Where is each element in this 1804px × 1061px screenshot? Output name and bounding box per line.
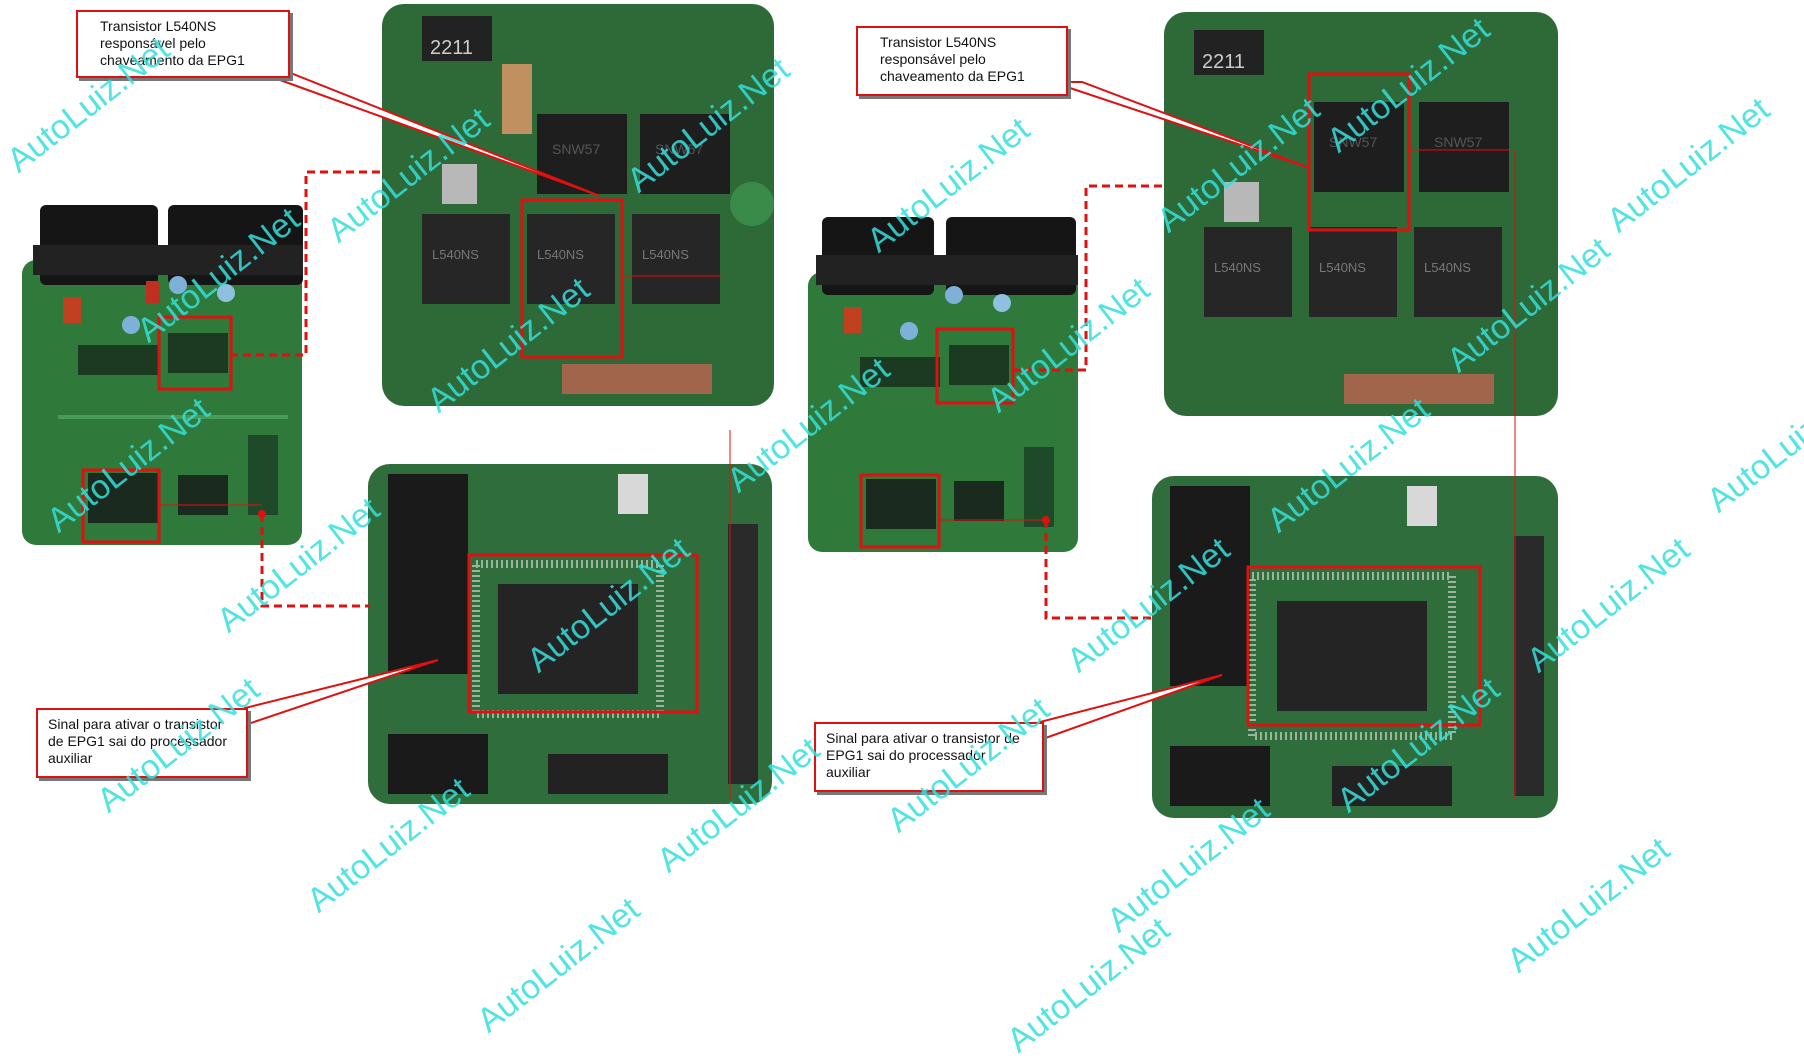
chip-marking-mid: SNW57	[1329, 134, 1377, 150]
chip-marking-right: SNW57	[655, 141, 703, 157]
chip-marking-top: 2211	[430, 37, 473, 59]
chip-label-1: L540NS	[432, 247, 479, 262]
processor-highlight-box	[1246, 565, 1482, 727]
connector-lines	[940, 81, 1516, 800]
chip-label-3: L540NS	[1424, 260, 1471, 275]
processor-zoom-photo	[1152, 476, 1558, 818]
chip-marking-mid: SNW57	[552, 141, 600, 157]
chip-label-2: L540NS	[1319, 260, 1366, 275]
ecu-board-photo	[18, 205, 310, 545]
signal-callout: Sinal para ativar o transistor de EPG1 s…	[814, 722, 1044, 792]
chip-label-2: L540NS	[537, 247, 584, 262]
connector-lines	[160, 71, 731, 800]
chip-marking-top: 2211	[1202, 51, 1245, 73]
transistor-zoom-photo: 2211 SNW57 SNW57 L540NS L540NS L540NS	[382, 4, 774, 406]
signal-callout: Sinal para ativar o transistor de EPG1 s…	[36, 708, 248, 778]
chip-marking-right: SNW57	[1434, 134, 1482, 150]
panel-left: 2211 SNW57 SNW57 L540NS L540NS L540NS	[0, 0, 902, 952]
board-highlight-transistor	[935, 327, 1015, 405]
chip-label-3: L540NS	[642, 247, 689, 262]
ecu-board-photo	[804, 217, 1084, 552]
transistor-zoom-photo: 2211 SNW57 SNW57 L540NS L540NS L540NS	[1164, 12, 1558, 416]
board-highlight-processor	[81, 468, 161, 544]
chip-label-1: L540NS	[1214, 260, 1261, 275]
processor-highlight-box	[467, 553, 699, 714]
panel-right: 2211 SNW57 SNW57 L540NS L540NS L540NS	[790, 0, 1692, 952]
board-highlight-transistor	[157, 315, 233, 391]
watermark-text: AutoLuiz.Net	[1700, 370, 1804, 520]
transistor-highlight-box	[520, 198, 624, 359]
transistor-callout: Transistor L540NS responsável pelo chave…	[76, 10, 290, 78]
processor-zoom-photo	[368, 464, 772, 804]
transistor-highlight-box	[1307, 72, 1411, 232]
transistor-callout: Transistor L540NS responsável pelo chave…	[856, 26, 1068, 96]
board-highlight-processor	[859, 473, 941, 549]
